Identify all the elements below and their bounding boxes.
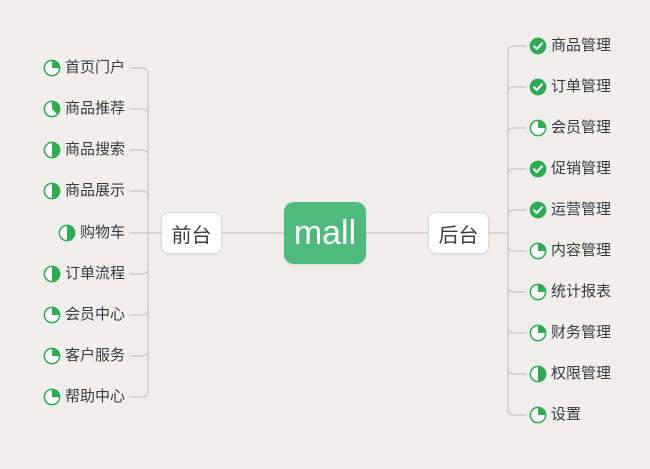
root-node-mall[interactable]: mall [284,202,366,264]
node-item-label: 内容管理 [551,242,612,259]
progress-pie-icon [43,265,61,283]
progress-pie-icon [529,406,547,424]
node-item[interactable]: 内容管理 [529,240,611,262]
node-item[interactable]: 首页门户 [43,57,125,79]
node-item[interactable]: 会员中心 [43,304,125,326]
node-item[interactable]: 商品展示 [43,180,125,202]
node-item[interactable]: 运营管理 [529,199,611,221]
node-item[interactable]: 订单管理 [529,76,611,98]
node-item-label: 商品展示 [64,182,125,199]
node-item-label: 订单流程 [64,265,125,282]
progress-pie-icon [529,119,547,137]
node-item-label: 商品推荐 [64,100,125,117]
node-item[interactable]: 帮助中心 [43,386,125,408]
node-item-label: 权限管理 [551,365,612,382]
node-item-label: 购物车 [79,224,125,241]
node-item-label: 首页门户 [64,59,125,76]
progress-pie-icon [529,283,547,301]
progress-pie-icon [43,141,61,159]
progress-pie-icon [529,324,547,342]
node-item[interactable]: 客户服务 [43,345,125,367]
check-complete-icon [529,160,547,178]
progress-pie-icon [43,182,61,200]
node-item-label: 运营管理 [551,201,612,218]
node-item-label: 帮助中心 [64,388,125,405]
progress-pie-icon [43,59,61,77]
node-item[interactable]: 商品管理 [529,35,611,57]
node-item[interactable]: 权限管理 [529,363,611,385]
node-item[interactable]: 促销管理 [529,158,611,180]
node-item-label: 财务管理 [551,324,612,341]
node-item[interactable]: 财务管理 [529,322,611,344]
check-complete-icon [529,37,547,55]
node-item-label: 促销管理 [551,160,612,177]
node-item-label: 商品管理 [551,37,612,54]
check-complete-icon [529,201,547,219]
progress-pie-icon [43,100,61,118]
node-item-label: 客户服务 [64,347,125,364]
progress-pie-icon [58,224,76,242]
node-item[interactable]: 购物车 [58,222,125,244]
check-complete-icon [529,78,547,96]
node-item-label: 会员管理 [551,119,612,136]
node-item-label: 商品搜索 [64,141,125,158]
progress-pie-icon [529,365,547,383]
node-item-label: 会员中心 [64,306,125,323]
branch-node-frontend[interactable]: 前台 [161,212,222,254]
node-item[interactable]: 设置 [529,404,581,426]
progress-pie-icon [529,242,547,260]
node-item[interactable]: 商品推荐 [43,98,125,120]
progress-pie-icon [43,388,61,406]
branch-node-backend[interactable]: 后台 [428,212,489,254]
progress-pie-icon [43,306,61,324]
node-item[interactable]: 订单流程 [43,263,125,285]
node-item[interactable]: 会员管理 [529,117,611,139]
progress-pie-icon [43,347,61,365]
node-item-label: 设置 [551,406,582,423]
node-item-label: 统计报表 [551,283,612,300]
node-item[interactable]: 商品搜索 [43,139,125,161]
node-item-label: 订单管理 [551,78,612,95]
node-item[interactable]: 统计报表 [529,281,611,303]
